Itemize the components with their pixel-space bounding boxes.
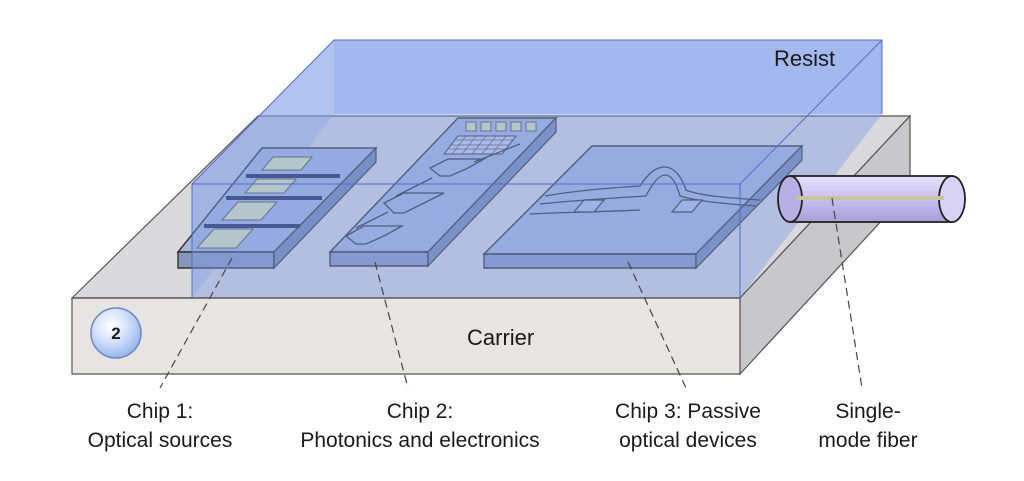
chip3-coupler-right (670, 199, 704, 213)
leader-lines (159, 197, 863, 389)
leader-fiber (831, 197, 863, 389)
resist-layer (191, 39, 883, 298)
chip2-grid-lines (448, 135, 513, 155)
fiber-label-line2: mode fiber (818, 429, 917, 452)
source-pad (260, 156, 314, 171)
resist-back-wall (334, 40, 882, 114)
chip1-side (273, 146, 377, 270)
chip-3-passive-optical (482, 144, 804, 270)
chip2-side (427, 116, 557, 268)
leader-chip2 (374, 261, 409, 389)
chip2-label-line1: Chip 2: (387, 400, 454, 423)
step-badge: 2 (90, 307, 142, 359)
chip1-source-pads (195, 156, 314, 249)
chip3-label-line2: optical devices (619, 429, 757, 452)
chip-2-photonics-electronics (328, 116, 558, 268)
leader-chip3 (627, 261, 687, 389)
chip1-label-line1: Chip 1: (127, 400, 194, 423)
chip2-waveguides (344, 143, 521, 245)
fiber-label-line1: Single- (835, 400, 900, 423)
chip3-label-line1: Chip 3: Passive (615, 400, 761, 423)
source-pad (195, 228, 255, 249)
chip3-coupler-left (572, 199, 606, 213)
carrier-front-face (71, 297, 741, 375)
chip2-label-line2: Photonics and electronics (300, 429, 539, 452)
chip1-stripes (204, 174, 340, 228)
leader-chip1 (159, 257, 233, 389)
chip3-side (695, 144, 803, 270)
single-mode-fiber (777, 175, 966, 223)
chip2-contact-pads (465, 121, 537, 132)
resist-right-face (740, 40, 882, 298)
resist-label: Resist (774, 46, 835, 71)
chip1-label-line2: Optical sources (88, 429, 233, 452)
resist-edges (191, 39, 883, 298)
chip-1-optical-sources (176, 146, 378, 270)
step-badge-number: 2 (111, 324, 120, 343)
resist-front-face (192, 184, 740, 298)
carrier-label: Carrier (467, 325, 534, 350)
source-pad (220, 201, 279, 221)
resist-top-face (192, 40, 882, 184)
